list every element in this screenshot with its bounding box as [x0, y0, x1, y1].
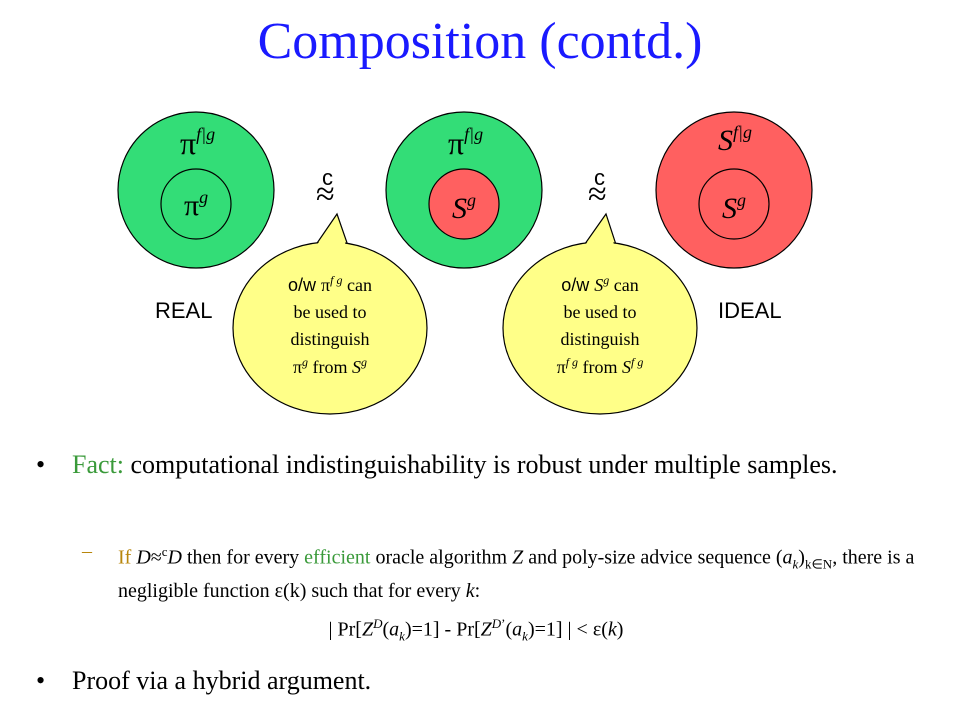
- outer-label-1: πf|g: [180, 124, 215, 161]
- bullet-proof-text: Proof via a hybrid argument.: [72, 666, 372, 695]
- svg-text:o/w πf g can: o/w πf g can: [288, 273, 372, 295]
- svg-text:c: c: [594, 165, 605, 190]
- formula: | Pr[ZD(ak)=1] - Pr[ZD’(ak)=1] | < ε(k): [328, 616, 624, 644]
- svg-text:c: c: [322, 165, 333, 190]
- bullet-fact-text: Fact: computational indistinguishability…: [72, 448, 902, 482]
- svg-text:πf g from Sf g: πf g from Sf g: [557, 355, 644, 377]
- inner-label-2: Sg: [452, 190, 476, 225]
- outer-label-2: πf|g: [448, 124, 483, 161]
- approx-c-2: c ≈: [588, 165, 607, 213]
- inner-label-1: πg: [184, 187, 208, 222]
- inner-circle-1: [160, 168, 232, 240]
- circle-group-hybrid: πf|g Sg: [385, 111, 543, 269]
- svg-text:be used to: be used to: [294, 302, 367, 322]
- fact-label: Fact:: [72, 450, 124, 479]
- svg-text:distinguish: distinguish: [560, 329, 639, 349]
- sub-dash: –: [82, 540, 92, 562]
- svg-text:be used to: be used to: [564, 302, 637, 322]
- sub-bullet-text: If D≈cD then for every efficient oracle …: [118, 544, 915, 602]
- slide-title: Composition (contd.): [257, 13, 703, 70]
- svg-text:o/w Sg can: o/w Sg can: [561, 273, 639, 295]
- svg-text:≈: ≈: [588, 176, 607, 213]
- ideal-label: IDEAL: [718, 298, 782, 323]
- circle-group-real: πf|g πg: [117, 111, 275, 269]
- inner-circle-2: [428, 168, 500, 240]
- inner-circle-3: [698, 168, 770, 240]
- bullet-dot: •: [36, 666, 46, 695]
- svg-text:≈: ≈: [316, 176, 335, 213]
- svg-text:distinguish: distinguish: [290, 329, 369, 349]
- fact-body: computational indistinguishability is ro…: [124, 450, 838, 479]
- svg-text:πg from Sg: πg from Sg: [293, 355, 367, 377]
- speech-bubble-1: o/w πf g can be used to distinguish πg f…: [232, 212, 428, 415]
- outer-label-3: Sf|g: [718, 122, 752, 157]
- inner-label-3: Sg: [722, 190, 746, 225]
- speech-bubble-2: o/w Sg can be used to distinguish πf g f…: [502, 212, 698, 415]
- composition-diagram: πf|g πg πf|g Sg Sf|g Sg c ≈ c ≈ o/w πf g…: [117, 111, 813, 415]
- bullet-dot: •: [36, 450, 46, 479]
- real-label: REAL: [155, 298, 212, 323]
- approx-c-1: c ≈: [316, 165, 335, 213]
- circle-group-ideal: Sf|g Sg: [655, 111, 813, 269]
